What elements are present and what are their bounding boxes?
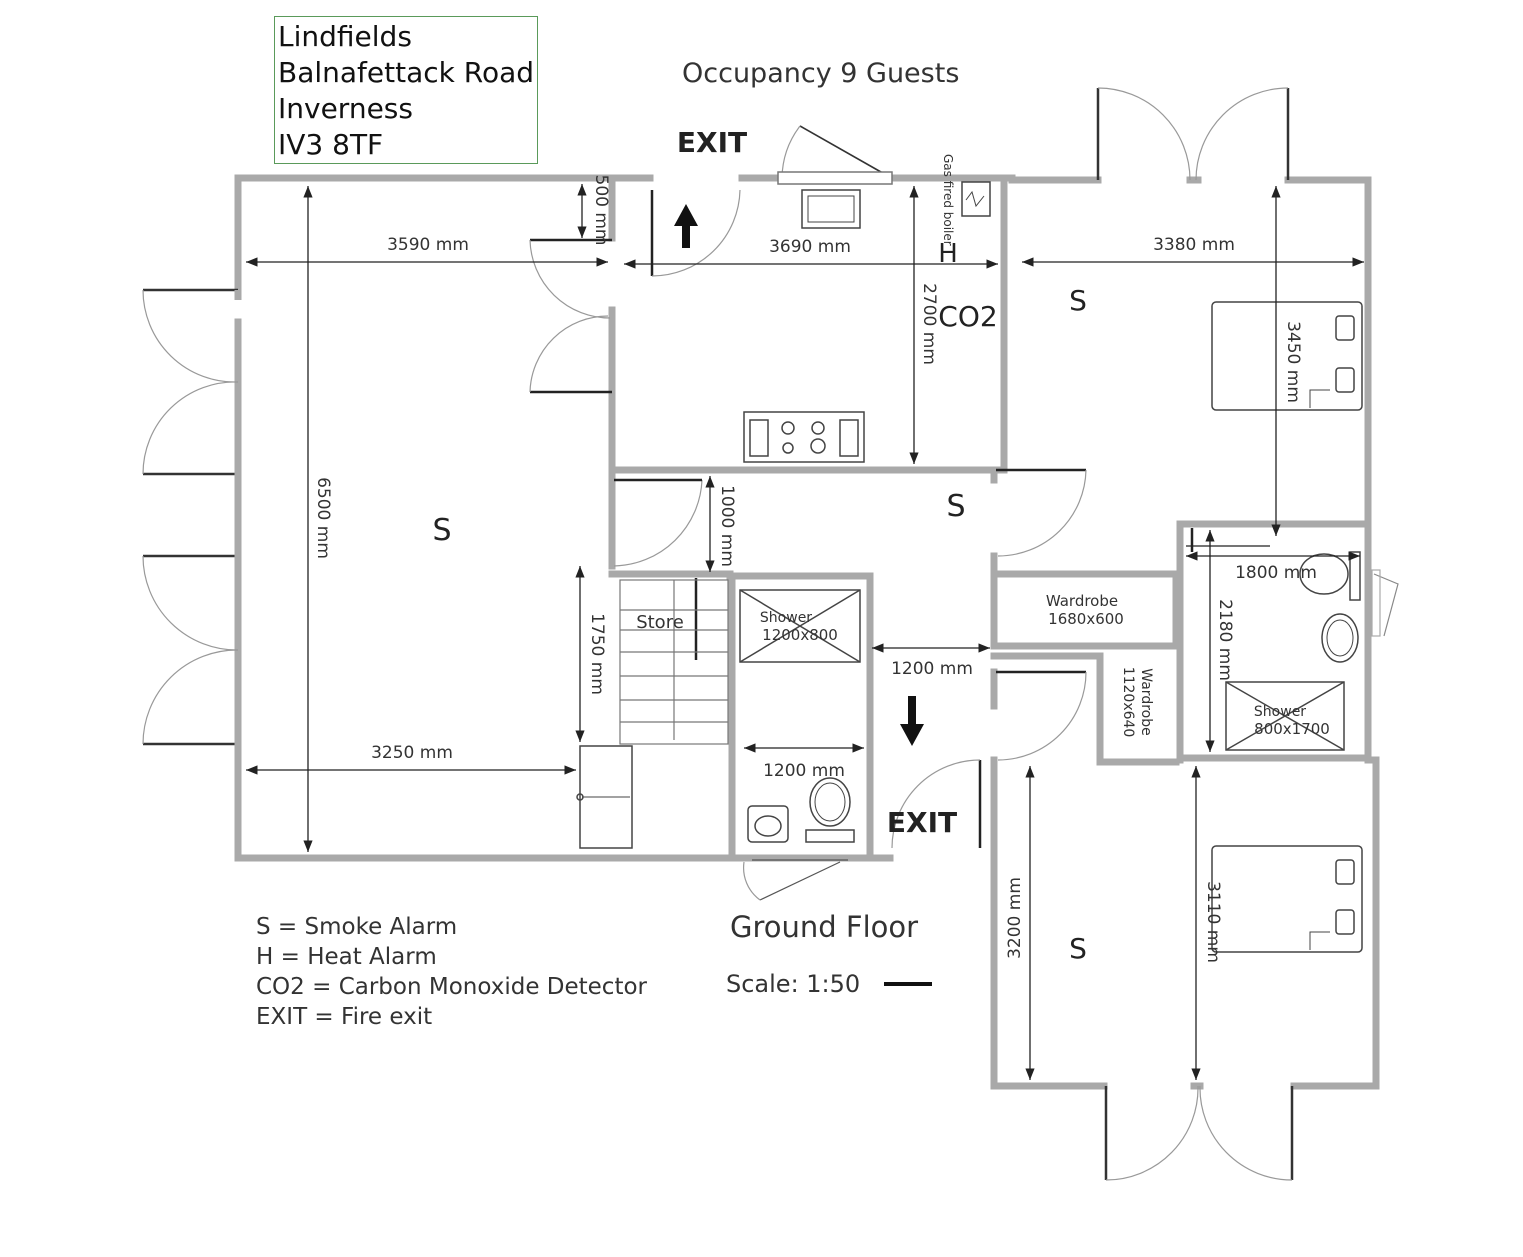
exit-arrow-up-icon (674, 204, 698, 248)
wardrobe-1-line2: 1680x600 (1048, 610, 1124, 628)
legend-heat: H = Heat Alarm (256, 944, 437, 970)
shower-1-line2: 1200x800 (762, 626, 838, 644)
address-line-4: IV3 8TF (278, 128, 384, 161)
legend-smoke: S = Smoke Alarm (256, 914, 458, 940)
co2-detector-kitchen: CO2 (938, 300, 997, 333)
heat-alarm-kitchen: H (938, 239, 958, 269)
dim-3450: 3450 mm (1283, 321, 1303, 403)
dim-1800: 1800 mm (1235, 563, 1317, 583)
dim-1000: 1000 mm (717, 485, 737, 567)
smoke-alarm-living: S (432, 513, 451, 548)
wardrobe-2-line2: 1120x640 (1120, 667, 1136, 738)
address-line-1: Lindfields (278, 20, 412, 53)
smoke-alarm-bedroom-bottom: S (1069, 932, 1087, 965)
exit-label-bottom: EXIT (887, 806, 957, 839)
fixtures (576, 181, 1363, 953)
legend-co2: CO2 = Carbon Monoxide Detector (256, 974, 647, 1000)
bottom-right-french-doors (1104, 1085, 1294, 1181)
store-label: Store (636, 612, 684, 633)
dim-1200-hall: 1200 mm (891, 659, 973, 679)
exit-arrows (674, 204, 924, 746)
stairs (619, 579, 729, 745)
dim-3380: 3380 mm (1153, 235, 1235, 255)
walls (234, 174, 1380, 1090)
top-right-french-doors (1096, 87, 1290, 181)
boiler-label: Gas fired boiler (941, 154, 955, 246)
room-labels: Store Wardrobe 1680x600 Wardrobe 1120x64… (636, 154, 1330, 738)
wardrobe-2-line1: Wardrobe (1138, 668, 1154, 735)
legend: S = Smoke Alarm H = Heat Alarm CO2 = Car… (256, 912, 647, 1032)
address-line-3: Inverness (278, 92, 413, 125)
scale-bar (884, 982, 932, 986)
smoke-alarm-hall: S (946, 489, 965, 524)
dim-6500: 6500 mm (313, 477, 333, 559)
shower-1-line1: Shower (760, 610, 812, 626)
dim-500: 500 mm (591, 175, 611, 246)
scale-label: Scale: 1:50 (726, 970, 861, 998)
shower-2-line2: 800x1700 (1254, 720, 1330, 738)
exit-arrow-down-icon (900, 696, 924, 746)
dim-2700: 2700 mm (919, 283, 939, 365)
address-line-2: Balnafettack Road (278, 56, 535, 89)
floor-title: Ground Floor (730, 910, 919, 944)
left-door-arcs (142, 289, 239, 745)
alarm-labels: S S S S H CO2 EXIT EXIT (432, 126, 1086, 965)
dim-3250: 3250 mm (371, 743, 453, 763)
dimension-labels: 3590 mm 3690 mm 3380 mm 3250 mm 1200 mm … (313, 175, 1317, 963)
occupancy-title: Occupancy 9 Guests (682, 58, 960, 89)
exit-label-top: EXIT (677, 126, 747, 159)
legend-exit: EXIT = Fire exit (256, 1004, 433, 1030)
dim-3200: 3200 mm (1005, 877, 1025, 959)
dim-2180: 2180 mm (1215, 599, 1235, 681)
dim-1200-wc: 1200 mm (763, 761, 845, 781)
dim-3590: 3590 mm (387, 235, 469, 255)
shower-2-line1: Shower (1254, 704, 1306, 720)
dim-3110: 3110 mm (1203, 881, 1223, 963)
dim-1750: 1750 mm (587, 613, 607, 695)
kitchen-window (777, 171, 893, 185)
left-french-doors (143, 288, 238, 746)
dim-3690: 3690 mm (769, 237, 851, 257)
wardrobe-1-line1: Wardrobe (1046, 592, 1118, 610)
address-box: Lindfields Balnafettack Road Inverness I… (274, 16, 538, 164)
dimension-lines (246, 184, 1364, 1080)
smoke-alarm-bedroom-top: S (1069, 284, 1087, 317)
